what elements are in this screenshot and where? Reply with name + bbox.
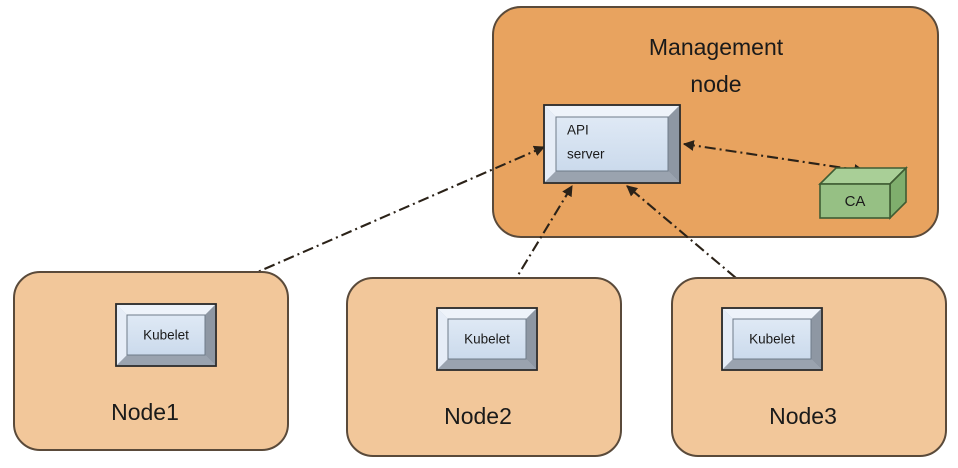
node3-kubelet-bevel-right [811,309,821,369]
worker-node-2[interactable]: Kubelet Node2 [346,277,622,457]
ca-label: CA [845,193,866,210]
ca-box[interactable]: CA [818,166,908,220]
worker-node-3[interactable]: Kubelet Node3 [671,277,947,457]
api-server-label-line1: API [567,123,589,138]
node3-label: Node3 [769,403,837,429]
management-node-label-line2: node [690,71,741,97]
node2-kubelet-label: Kubelet [464,332,510,347]
node3-kubelet-bevel-top [723,309,821,319]
api-server-bevel-left [545,106,556,182]
node1-kubelet-face [126,314,206,356]
node3-kubelet-bevel-left [723,309,733,369]
api-server-bevel-top [545,106,679,117]
api-server-bevel-bottom [545,171,679,182]
node1-kubelet-bevel-bottom [117,355,215,365]
node2-kubelet-face [447,318,527,360]
node2-label: Node2 [444,403,512,429]
api-server-label-line2: server [567,147,605,162]
node3-kubelet-label: Kubelet [749,332,795,347]
node1-label: Node1 [111,399,179,425]
node2-kubelet-box[interactable]: Kubelet [436,307,538,371]
node2-kubelet-bevel-left [438,309,448,369]
api-server-box[interactable]: API server [543,104,681,184]
node1-kubelet-label: Kubelet [143,328,189,343]
node2-kubelet-bevel-top [438,309,536,319]
connector-apiserver-node1-kubelet[interactable] [180,145,546,307]
ca-front-face [819,183,891,219]
node1-kubelet-bevel-right [205,305,215,365]
worker-node-1[interactable]: Kubelet Node1 [13,271,289,451]
node2-kubelet-bevel-bottom [438,359,536,369]
node2-kubelet-bevel-right [526,309,536,369]
node3-kubelet-face [732,318,812,360]
node1-kubelet-bevel-top [117,305,215,315]
node1-kubelet-box[interactable]: Kubelet [115,303,217,367]
api-server-bevel-right [668,106,679,182]
api-server-face [555,116,669,172]
node1-kubelet-bevel-left [117,305,127,365]
node3-kubelet-box[interactable]: Kubelet [721,307,823,371]
management-node-label-line1: Management [649,34,784,60]
connector-apiserver-ca[interactable] [682,140,866,175]
node3-kubelet-bevel-bottom [723,359,821,369]
